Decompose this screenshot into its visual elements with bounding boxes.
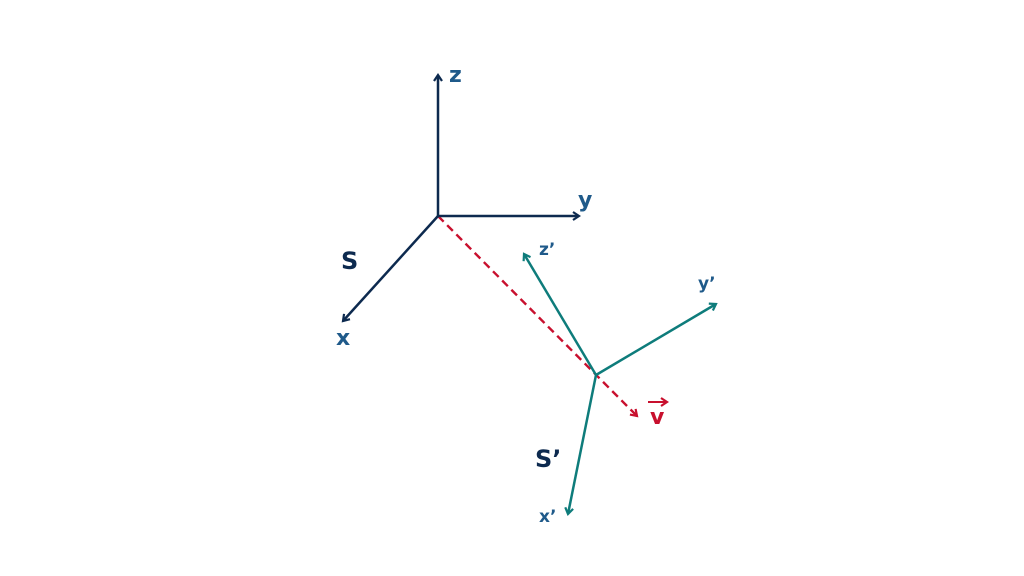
frame-s-prime-label: S’: [535, 445, 561, 473]
velocity-label-group: v: [648, 397, 669, 430]
x-prime-axis: [564, 374, 598, 516]
y-prime-axis-label: y’: [698, 274, 716, 294]
z-prime-axis: [522, 252, 598, 376]
y-axis-label: y: [578, 188, 592, 213]
z-axis-label: z: [449, 63, 462, 88]
x-prime-axis-label: x’: [539, 507, 556, 527]
frame-s-label: S: [341, 247, 358, 275]
velocity-vector: [437, 215, 639, 418]
velocity-label: v: [650, 405, 665, 430]
z-prime-axis-label: z’: [539, 240, 555, 260]
x-axis: [341, 215, 439, 323]
frame-s-prime: z’ y’ x’ S’: [522, 240, 718, 527]
x-axis-label: x: [336, 326, 350, 351]
frame-s: z y x S: [336, 63, 592, 351]
y-prime-axis: [595, 302, 718, 377]
